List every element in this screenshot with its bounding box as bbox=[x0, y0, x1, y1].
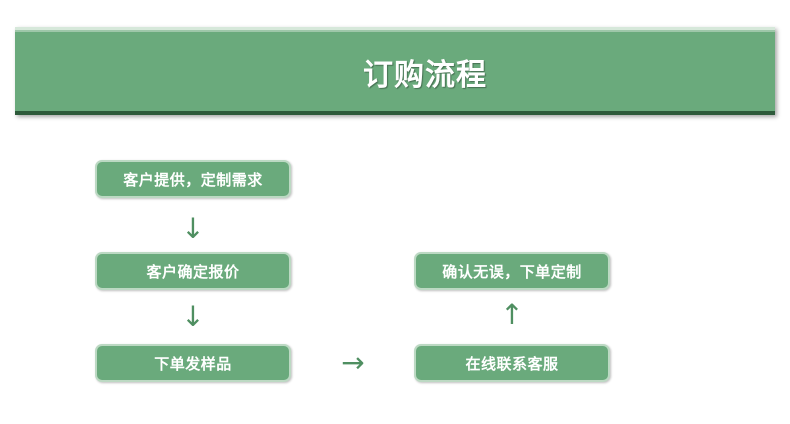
arrow-down-icon: ↓ bbox=[181, 212, 205, 245]
step-confirm-quote: 客户确定报价 bbox=[95, 252, 291, 290]
step-confirm-and-order: 确认无误，下单定制 bbox=[414, 252, 610, 290]
page-title: 订购流程 bbox=[363, 58, 487, 93]
arrow-right-icon: → bbox=[341, 346, 365, 379]
header-banner: 订购流程 bbox=[15, 27, 775, 115]
step-customer-requirements: 客户提供，定制需求 bbox=[95, 160, 291, 198]
arrow-up-icon: ↑ bbox=[500, 298, 524, 331]
step-order-samples: 下单发样品 bbox=[95, 344, 291, 382]
step-contact-support: 在线联系客服 bbox=[414, 344, 610, 382]
arrow-down-icon: ↓ bbox=[181, 300, 205, 333]
